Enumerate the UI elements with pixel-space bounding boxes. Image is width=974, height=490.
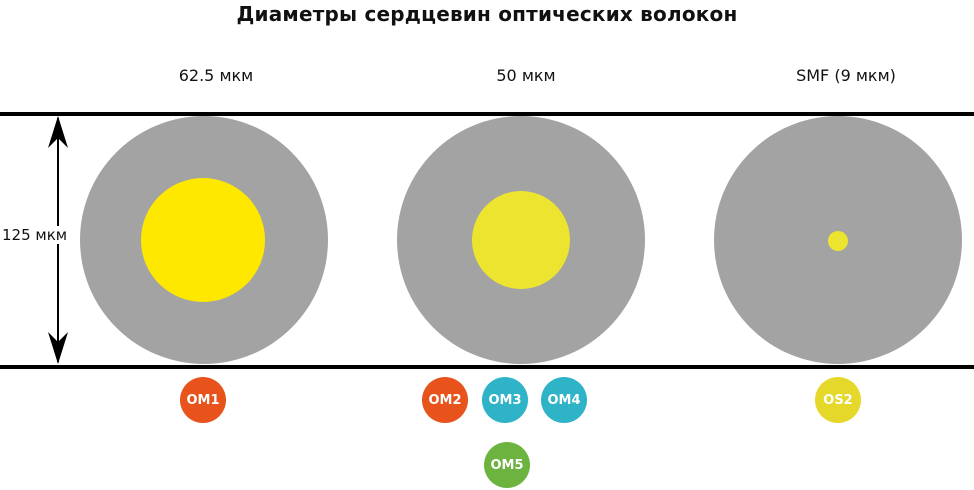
badge-om3: OM3 bbox=[482, 377, 528, 423]
fiber-core-50 bbox=[472, 191, 570, 289]
fiber-core-62-5 bbox=[141, 178, 265, 302]
badge-om4: OM4 bbox=[541, 377, 587, 423]
column-label-62-5: 62.5 мкм bbox=[178, 66, 254, 85]
diagram-title: Диаметры сердцевин оптических волокон bbox=[236, 2, 738, 26]
badge-om5: OM5 bbox=[484, 442, 530, 488]
column-label-50: 50 мкм bbox=[496, 66, 556, 85]
dimension-label: 125 мкм bbox=[0, 226, 70, 244]
badge-om1: OM1 bbox=[180, 377, 226, 423]
badge-os2: OS2 bbox=[815, 377, 861, 423]
badge-om2: OM2 bbox=[422, 377, 468, 423]
fiber-core-smf bbox=[828, 231, 848, 251]
top-boundary-line bbox=[0, 112, 974, 116]
column-label-smf: SMF (9 мкм) bbox=[796, 66, 896, 85]
bottom-boundary-line bbox=[0, 365, 974, 369]
